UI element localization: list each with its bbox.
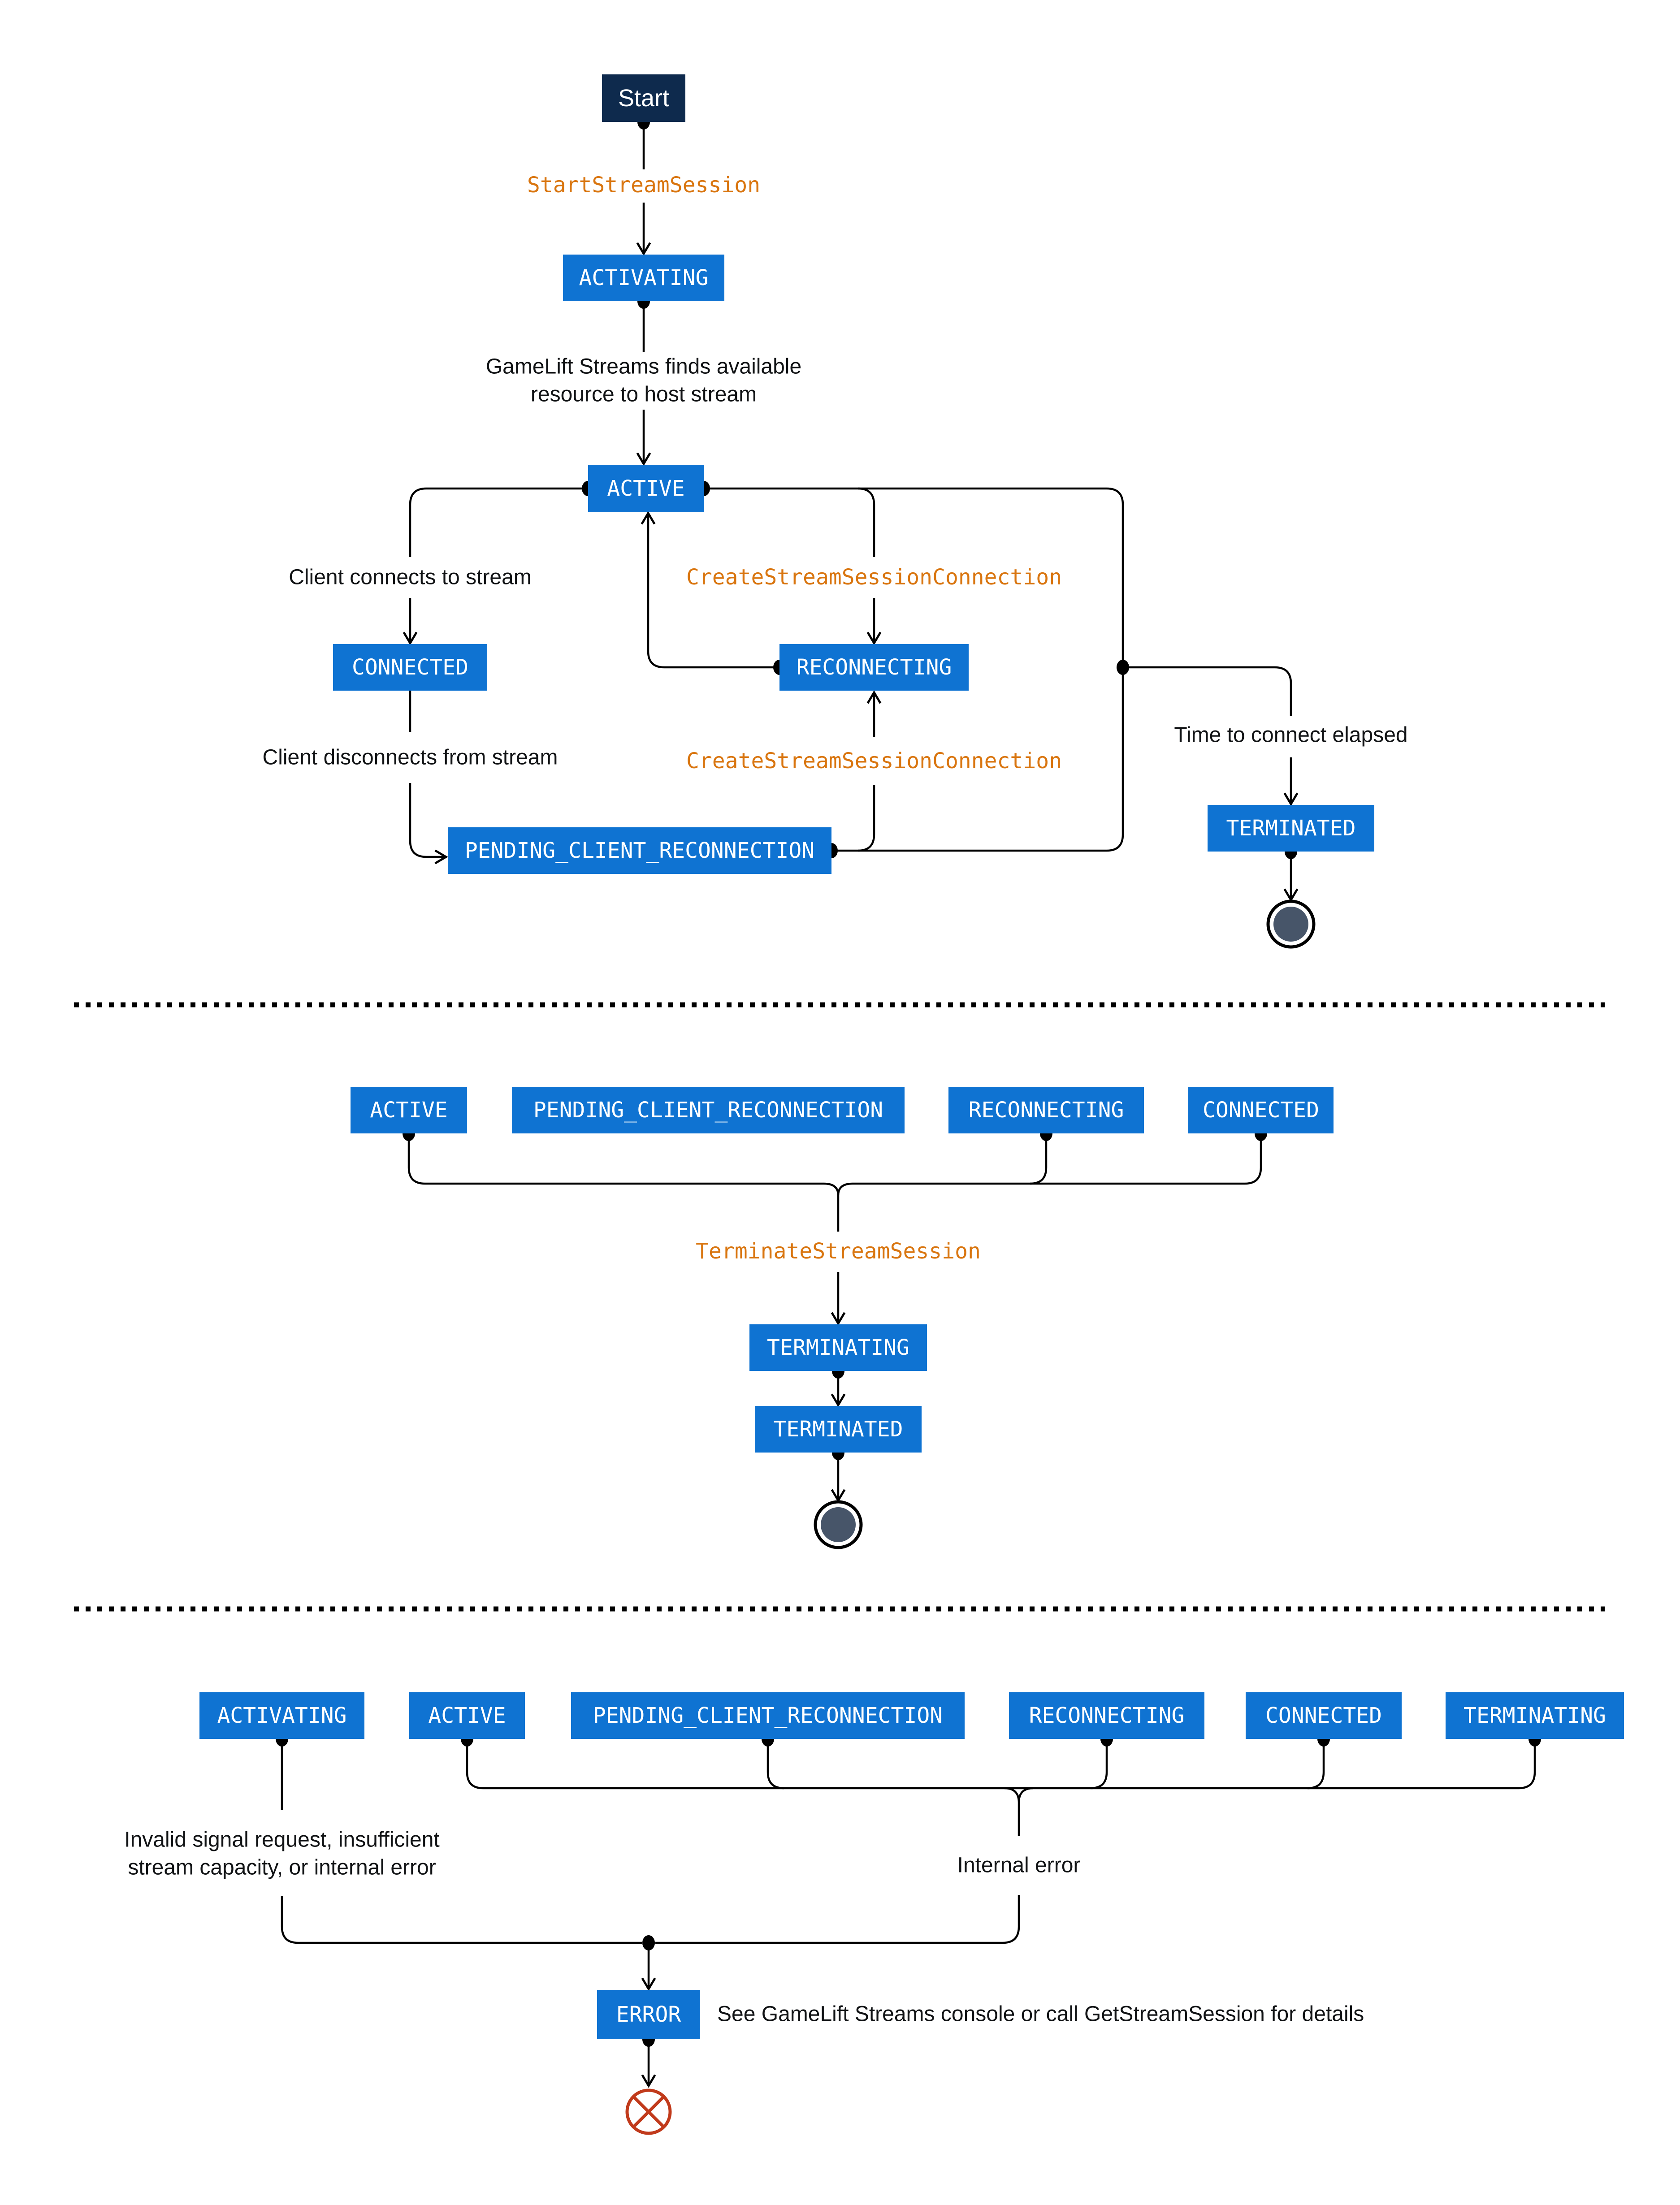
edge-label-client-connects: Client connects to stream bbox=[289, 565, 532, 589]
node-terminating-2: TERMINATING bbox=[749, 1324, 927, 1371]
edge-label-create-connection-upper: CreateStreamSessionConnection bbox=[686, 565, 1062, 590]
error-note: See GameLift Streams console or call Get… bbox=[717, 2002, 1364, 2026]
end-state-icon bbox=[1266, 899, 1316, 949]
funnel-active-left bbox=[407, 1133, 840, 1196]
edge-trunk-to-terminated-a bbox=[1123, 666, 1292, 716]
edge-label-create-connection-lower: CreateStreamSessionConnection bbox=[686, 748, 1062, 774]
node-start: Start bbox=[602, 74, 685, 122]
funnel-connected-right bbox=[837, 1133, 1262, 1196]
node-connected-2: CONNECTED bbox=[1188, 1087, 1334, 1133]
node-pending-1: PENDING_CLIENT_RECONNECTION bbox=[448, 827, 831, 874]
node-activating-3: ACTIVATING bbox=[199, 1692, 364, 1739]
node-connected-1: CONNECTED bbox=[333, 644, 487, 691]
end-state-icon bbox=[814, 1500, 863, 1549]
internal-error-stem-b bbox=[655, 1895, 1020, 1944]
edge-label-client-disconnects: Client disconnects from stream bbox=[262, 745, 558, 770]
edge-label-time-elapsed: Time to connect elapsed bbox=[1174, 723, 1408, 747]
edge-label-invalid-line2: stream capacity, or internal error bbox=[128, 1855, 436, 1880]
node-reconnecting-3: RECONNECTING bbox=[1009, 1692, 1204, 1739]
node-reconnecting-2: RECONNECTING bbox=[948, 1087, 1144, 1133]
section1-wires bbox=[403, 114, 1316, 949]
node-reconnecting-1: RECONNECTING bbox=[779, 644, 969, 691]
edge-label-internal-error: Internal error bbox=[957, 1853, 1081, 1877]
funnel-pending-stub bbox=[766, 1739, 784, 1790]
edge-active-to-reconnecting-a bbox=[857, 487, 875, 557]
node-active-1: ACTIVE bbox=[588, 465, 704, 512]
funnel-reconnecting-stub bbox=[1030, 1133, 1048, 1185]
error-end-icon bbox=[625, 2088, 672, 2135]
node-terminated-2: TERMINATED bbox=[755, 1406, 922, 1453]
edge-label-terminate-stream-session: TerminateStreamSession bbox=[696, 1239, 981, 1264]
funnel-reconnecting-stub bbox=[1090, 1739, 1108, 1790]
junction-dot bbox=[642, 1935, 655, 1950]
section3-wires bbox=[276, 1731, 1541, 2135]
edge-label-invalid-line1: Invalid signal request, insufficient bbox=[124, 1828, 440, 1852]
node-active-2: ACTIVE bbox=[351, 1087, 467, 1133]
edge-reconnecting-to-active bbox=[641, 511, 779, 669]
node-active-3: ACTIVE bbox=[409, 1692, 525, 1739]
node-terminating-3: TERMINATING bbox=[1446, 1692, 1624, 1739]
edge-pending-to-reconnecting-a bbox=[857, 785, 875, 852]
node-connected-3: CONNECTED bbox=[1246, 1692, 1402, 1739]
funnel-main bbox=[466, 1739, 1536, 1790]
node-activating-1: ACTIVATING bbox=[563, 255, 724, 301]
section2-wires bbox=[403, 1126, 1267, 1549]
node-pending-3: PENDING_CLIENT_RECONNECTION bbox=[571, 1692, 965, 1739]
junction-dot bbox=[1117, 660, 1129, 675]
funnel-connected-stub bbox=[1307, 1739, 1325, 1790]
edge-activating-error-b bbox=[281, 1896, 642, 1944]
node-pending-2: PENDING_CLIENT_RECONNECTION bbox=[512, 1087, 905, 1133]
edge-connected-to-pending-b bbox=[409, 783, 448, 865]
funnel-dip bbox=[1004, 1787, 1034, 1803]
edge-active-to-connected-a bbox=[409, 487, 588, 557]
edge-label-find-resource-line1: GameLift Streams finds available bbox=[485, 355, 802, 379]
node-error: ERROR bbox=[597, 1990, 700, 2039]
node-terminated-1: TERMINATED bbox=[1208, 805, 1374, 852]
edge-label-find-resource-line2: resource to host stream bbox=[530, 382, 757, 406]
edge-label-start-stream-session: StartStreamSession bbox=[527, 173, 761, 198]
